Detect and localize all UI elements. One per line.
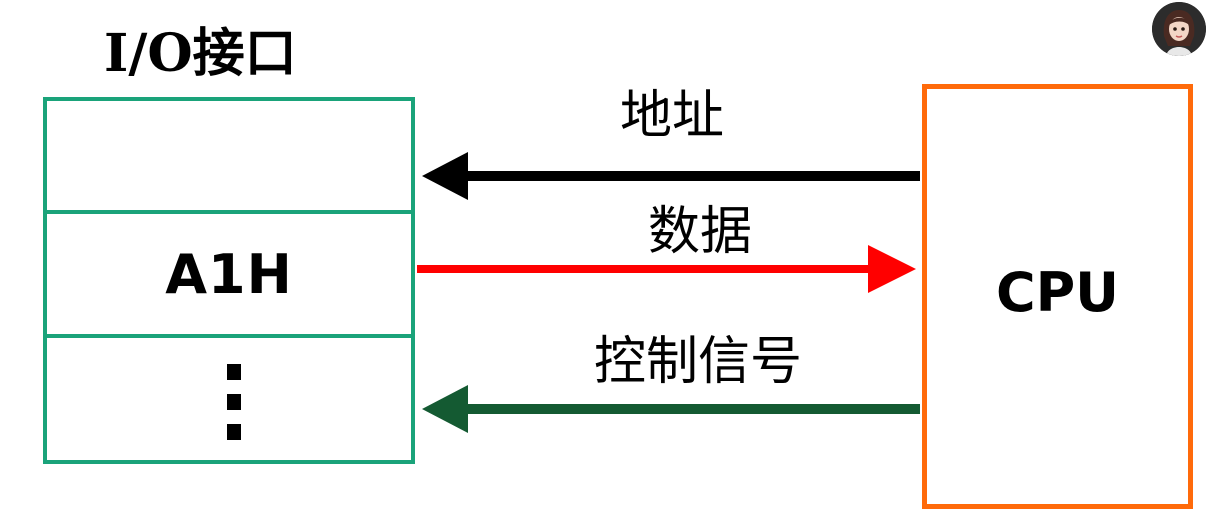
io-interface-title: I/O接口 (104, 23, 297, 84)
io-register-value: A1H (165, 242, 293, 306)
address-bus-label: 地址 (620, 86, 725, 146)
io-register-row-empty (47, 101, 411, 214)
data-arrow (417, 245, 916, 293)
cpu-box: CPU (922, 84, 1193, 509)
control-arrow (422, 385, 920, 433)
cpu-label: CPU (995, 261, 1120, 324)
vertical-ellipsis-icon (227, 364, 243, 440)
address-arrow (422, 152, 920, 200)
io-register-row-ellipsis (47, 338, 411, 464)
control-bus-label: 控制信号 (594, 332, 803, 392)
io-interface-box: A1H (43, 97, 415, 464)
user-avatar-icon[interactable] (1152, 2, 1206, 56)
io-register-row-a1h: A1H (47, 214, 411, 338)
data-bus-label: 数据 (648, 202, 753, 262)
